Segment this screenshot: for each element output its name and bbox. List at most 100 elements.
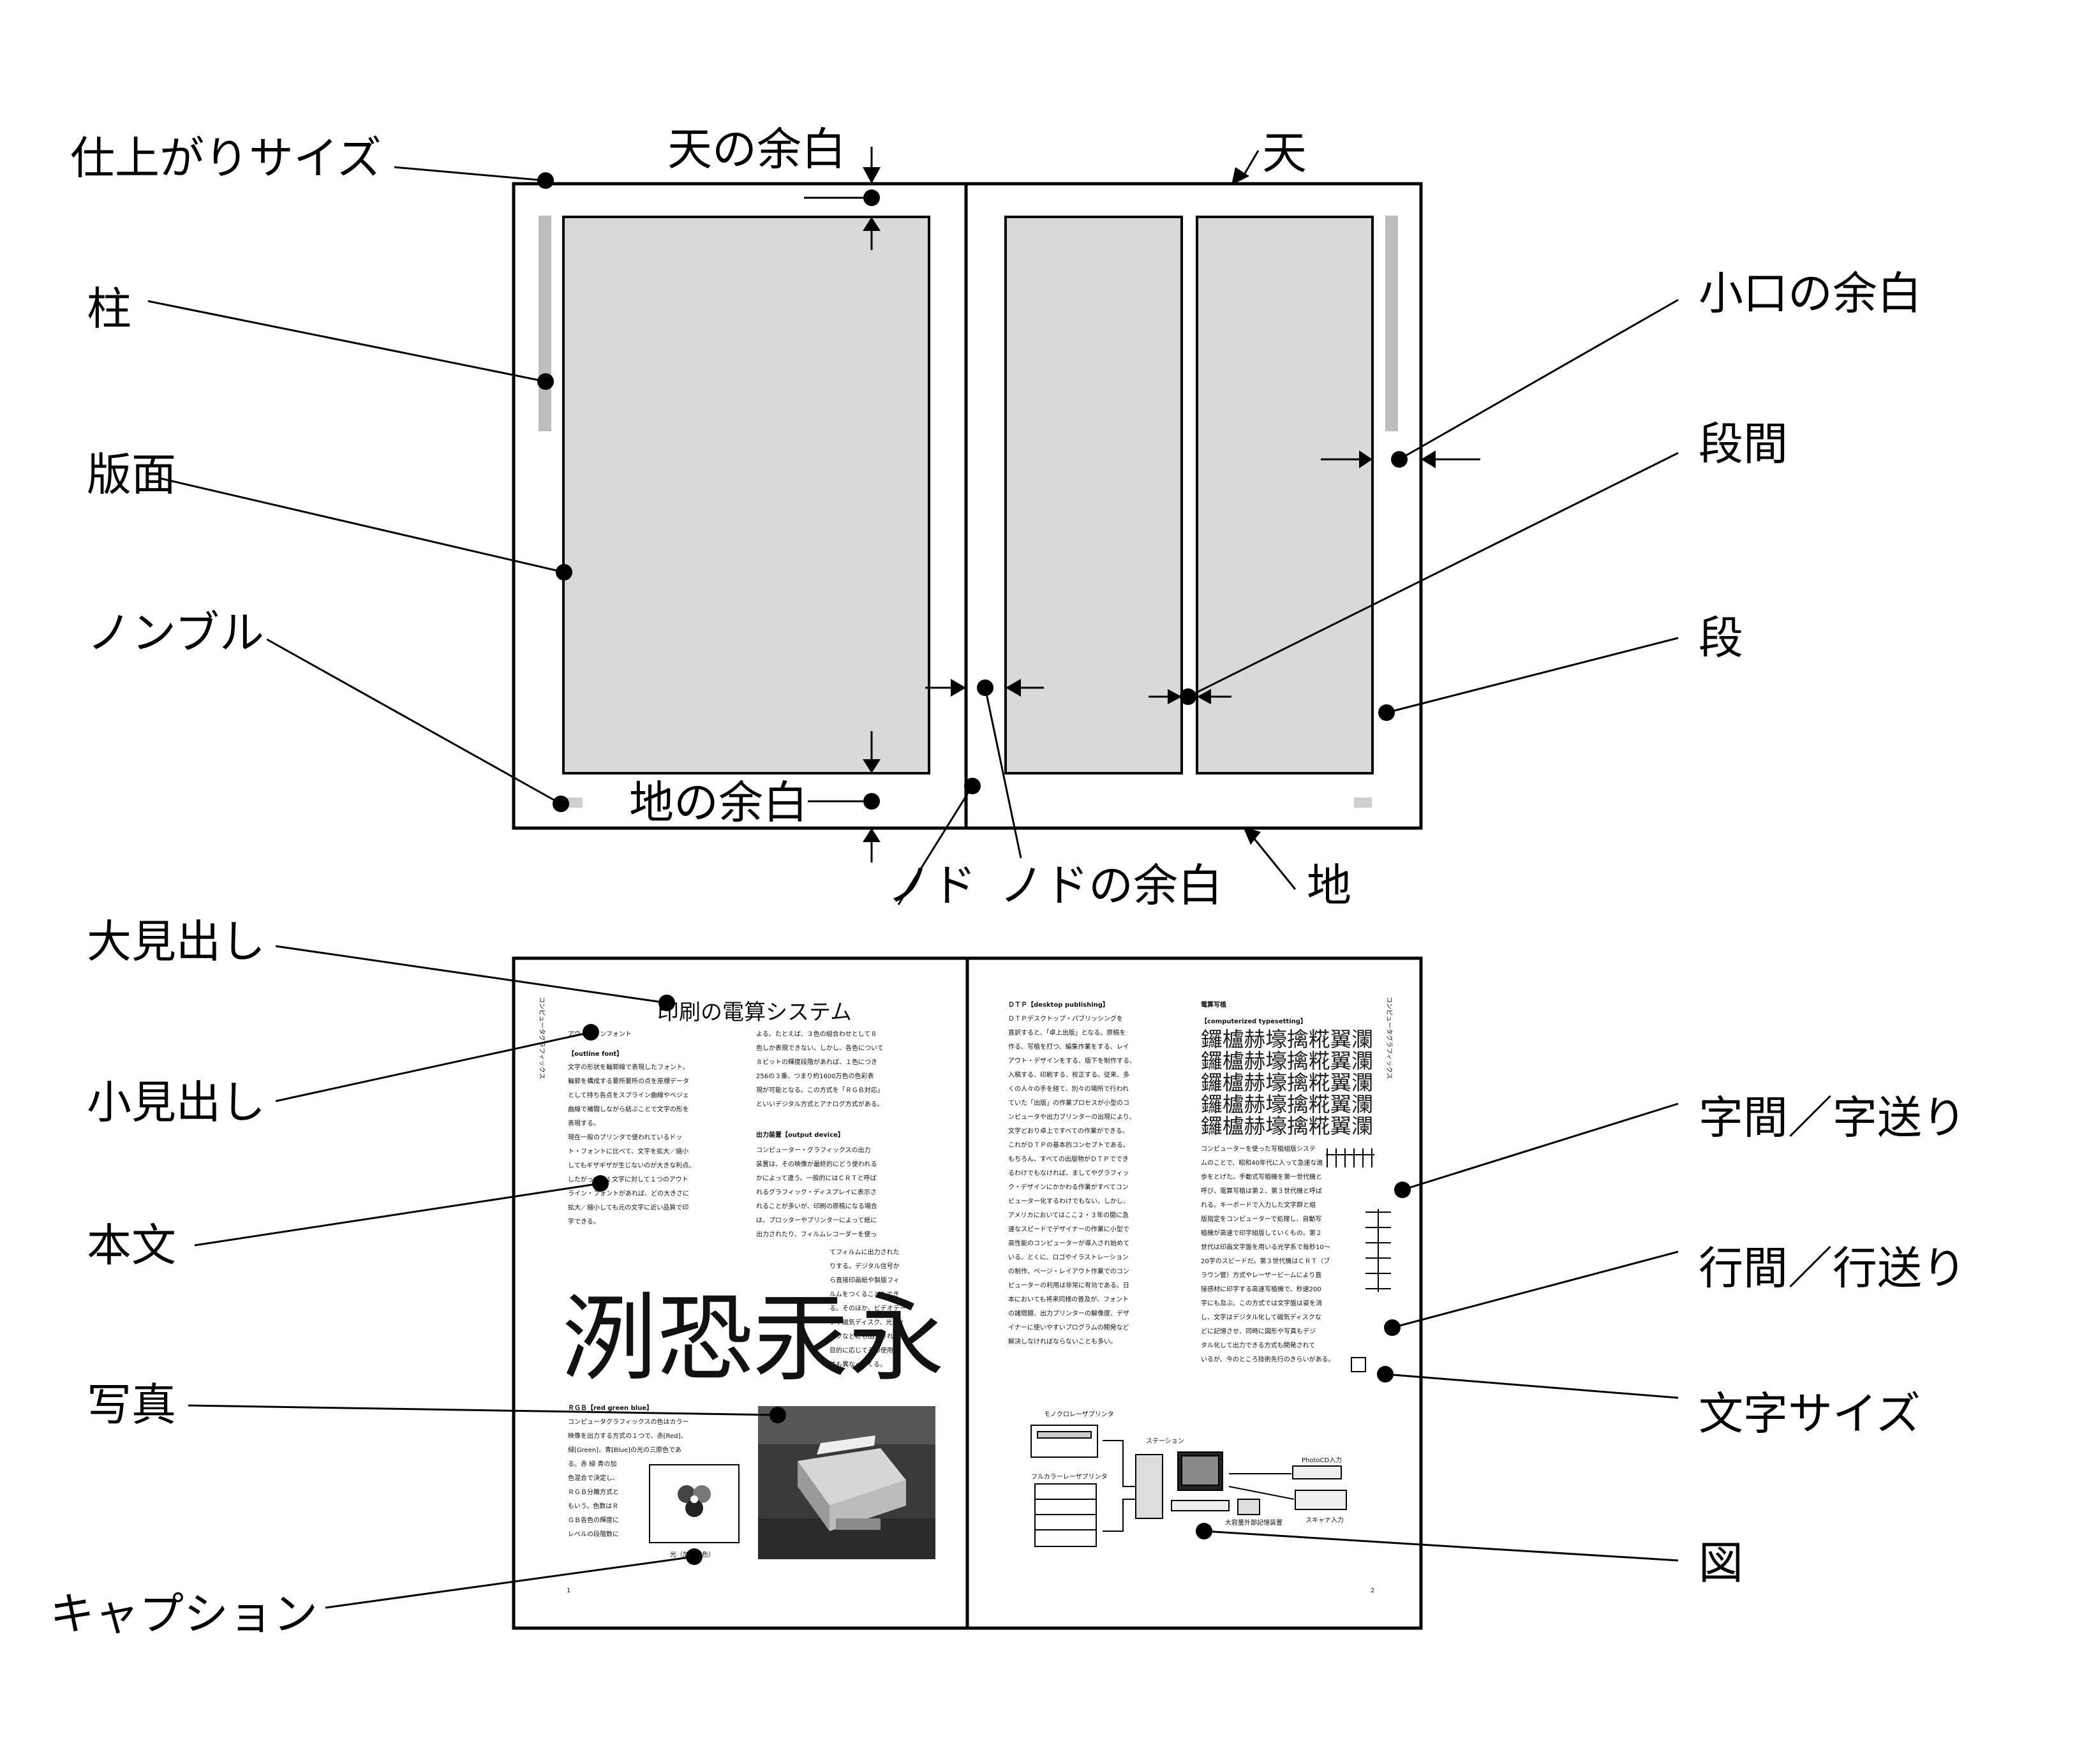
text-line: どに記憶させ、同時に図形や写真もデジ xyxy=(1201,1327,1316,1335)
line-spacing-ticks xyxy=(1365,1209,1391,1292)
fig-storage-label: 大容量外部記憶装置 xyxy=(1225,1518,1283,1527)
arrowheads xyxy=(1231,167,1261,845)
leader-lines xyxy=(147,150,1679,1609)
running-head-bar-right xyxy=(1385,216,1398,431)
text-line: タル化して出力できる方式も開発されて xyxy=(1201,1341,1315,1349)
left-sub2: 出力装置【output device】 xyxy=(756,1130,844,1139)
text-line: る。赤 緑 青の加 xyxy=(568,1460,616,1468)
text-line: ライン・フォントがあれば、どの大きさに xyxy=(568,1189,689,1197)
left-sub3: ＲＧＢ【red green blue】 xyxy=(568,1404,653,1412)
label-body-text: 本文 xyxy=(87,1219,176,1271)
text-line: ピューターの利用は非常に有効である。日 xyxy=(1008,1281,1129,1289)
text-line: 字できる。 xyxy=(568,1217,600,1226)
text-line: 高性能のコンピューターが導入され始めて xyxy=(1008,1239,1129,1247)
text-line: れることが多いが、印刷の原稿になる場合 xyxy=(756,1202,877,1210)
text-line: し、文字はデジタル化して磁気ディスクな xyxy=(1201,1313,1321,1321)
label-folio: ノンブル xyxy=(87,607,264,659)
label-head: 天 xyxy=(1262,127,1307,179)
text-line: 法も異なってくる。 xyxy=(829,1360,886,1368)
text-line: イナーに使いやすいプログラムの開発など xyxy=(1008,1323,1129,1331)
text-line: プや磁気ディスク、光ディ xyxy=(829,1318,905,1326)
text-line: ピューター化するわけでもない。しかし、 xyxy=(1008,1197,1129,1205)
fig-full-label: フルカラーレーザプリンタ xyxy=(1031,1473,1108,1481)
fig-scanner-label: スキャナ入力 xyxy=(1305,1516,1344,1524)
folio-mark-right xyxy=(1354,797,1372,808)
text-line: 文字どおり卓上ですべての作業ができる。 xyxy=(1008,1127,1129,1135)
text-line: レベルの段階数に xyxy=(568,1530,619,1538)
storage-unit xyxy=(1237,1499,1260,1515)
fig-photocd-label: PhotoCD入力 xyxy=(1302,1456,1342,1464)
left-col3-text: コンピュータグラフィックスの色はカラー映像を出力する方式の１つで、赤[Red]、… xyxy=(568,1418,689,1538)
left-col2b-text: コンピューター・グラフィックスの出力装置は、その映像が最終的にどう使われるかによ… xyxy=(756,1146,877,1238)
text-line: る。そのほか、ビデオテー xyxy=(829,1304,906,1312)
text-line: れるグラフィック・ディスプレイに表示さ xyxy=(756,1188,877,1196)
label-running-head: 柱 xyxy=(87,283,131,335)
dense-character-row: 鑼櫨赫壕擒糀翼瀾 xyxy=(1201,1092,1373,1116)
text-line: ンピュータや出力プリンターの出現により、 xyxy=(1008,1113,1135,1121)
text-line: アウト・デザインをする、版下を制作する、 xyxy=(1008,1056,1136,1065)
text-line: 作る、写植を打つ、編集作業をする、レイ xyxy=(1008,1042,1129,1051)
label-gutter: ノド xyxy=(887,859,976,912)
text-line: てフィルムに出力された xyxy=(829,1248,900,1256)
label-caption: キャプション xyxy=(50,1588,318,1640)
label-main-heading: 大見出し xyxy=(87,915,265,968)
text-line: ク・デザインにかかわる作業がすべてコン xyxy=(1008,1183,1129,1191)
text-line: 接感材に印字する高速写植機で、秒速200 xyxy=(1201,1285,1321,1293)
text-line: スクなどにも出力されて、 xyxy=(829,1332,905,1340)
text-line: 入稿する、印刷する、校正する。従来、多 xyxy=(1008,1071,1129,1079)
text-line: 現が可能となる。この方式を「ＲＧＢ対応」 xyxy=(756,1086,884,1094)
text-line: もいう。色数はＲ xyxy=(568,1502,618,1510)
text-line: コンピューターを使った写植組版システ xyxy=(1201,1145,1316,1153)
text-line: 直訳すると、「卓上出版」となる。原稿を xyxy=(1008,1028,1126,1037)
labels: 仕上がりサイズ 天の余白 天 柱 小口の余白 版面 段間 ノンブル 段 地の余白… xyxy=(50,123,1967,1640)
text-line: といいデジタル方式とアナログ方式がある。 xyxy=(756,1100,884,1108)
left-col2c-text: てフィルムに出力されたりする。デジタル信号から直接印画紙や製版フィルムをつくるこ… xyxy=(829,1248,906,1368)
text-line: 本においても将来同様の普及が、フォント xyxy=(1008,1295,1129,1303)
label-gutter-margin: ノドの余白 xyxy=(999,859,1223,912)
label-type-area: 版面 xyxy=(87,448,176,501)
label-figure: 図 xyxy=(1699,1537,1743,1589)
text-line: くの人々の手を経て、別々の場所で行われ xyxy=(1008,1085,1129,1093)
label-column-gap: 段間 xyxy=(1699,418,1788,470)
scanner xyxy=(1295,1490,1347,1510)
dense-character-row: 鑼櫨赫壕擒糀翼瀾 xyxy=(1201,1114,1373,1138)
left-sub1: アウトラインフォント xyxy=(568,1030,632,1038)
photocd-device xyxy=(1292,1465,1342,1479)
text-line: ト・フォントに比べて、文字を拡大／縮小 xyxy=(568,1147,688,1155)
left-col1-text: 文字の形状を輪郭線で表現したフォント。輪郭を構成する要所要所の点を座標データとし… xyxy=(568,1063,695,1226)
text-line: 目的に応じてその使用 xyxy=(829,1346,893,1354)
text-line: いる。とくに、ロゴやイラストレーション xyxy=(1008,1253,1129,1261)
column-right-1 xyxy=(1004,216,1183,775)
label-top-margin: 天の余白 xyxy=(667,123,846,175)
left-sub1-en: 【outline font】 xyxy=(568,1049,623,1058)
leader-dots xyxy=(537,172,1411,1565)
printer-photo xyxy=(758,1406,935,1559)
label-photo: 写真 xyxy=(87,1379,176,1431)
text-line: 輪郭を構成する要所要所の点を座標データ xyxy=(568,1077,689,1085)
text-line: の諸問題、出力プリンターの解像度、デザ xyxy=(1008,1309,1129,1317)
text-line: してもギザギザが生じないのが大きな利点。 xyxy=(568,1161,695,1169)
fig-mono-label: モノクロレーザプリンタ xyxy=(1044,1411,1114,1418)
dense-character-row: 鑼櫨赫壕擒糀翼瀾 xyxy=(1201,1049,1373,1073)
text-line: として持ち各点をスプライン曲線やベジェ xyxy=(568,1091,689,1099)
text-line: 256の３乗、つまり約1600万色の色彩表 xyxy=(756,1072,874,1080)
text-line: かによって違う。一般的にはＣＲＴと呼ば xyxy=(756,1174,877,1182)
text-line: 文字の形状を輪郭線で表現したフォント。 xyxy=(568,1063,689,1071)
text-line: ＤＴＰデスクトップ・パブリッシングを xyxy=(1008,1014,1123,1023)
dense-character-row: 鑼櫨赫壕擒糀翼瀾 xyxy=(1201,1071,1373,1095)
text-line: ていた「出版」の作業プロセスが小型のコ xyxy=(1008,1099,1129,1107)
text-line: の制作、ページ・レイアウト作業でのコン xyxy=(1008,1267,1129,1275)
tower-pc xyxy=(1135,1454,1163,1519)
text-line: 現在一般のプリンタで使われているドッ xyxy=(568,1133,682,1141)
text-line: 版指定をコンピューターで処理し、自動写 xyxy=(1201,1215,1321,1223)
right-col1-text: ＤＴＰデスクトップ・パブリッシングを直訳すると、「卓上出版」となる。原稿を作る、… xyxy=(1008,1014,1136,1345)
label-finished-size: 仕上がりサイズ xyxy=(70,132,382,184)
running-head-bar-left xyxy=(539,216,551,431)
font-size-marker xyxy=(1351,1357,1366,1372)
label-subheading: 小見出し xyxy=(87,1076,265,1129)
text-line: ムのことで、昭和40年代に入って急速な進 xyxy=(1201,1159,1323,1167)
text-line: もちろん、すべての出版物がＤＴＰででき xyxy=(1008,1155,1129,1163)
text-line: 世代は印画文字盤を用いる光学系で毎秒10～ xyxy=(1201,1243,1330,1251)
